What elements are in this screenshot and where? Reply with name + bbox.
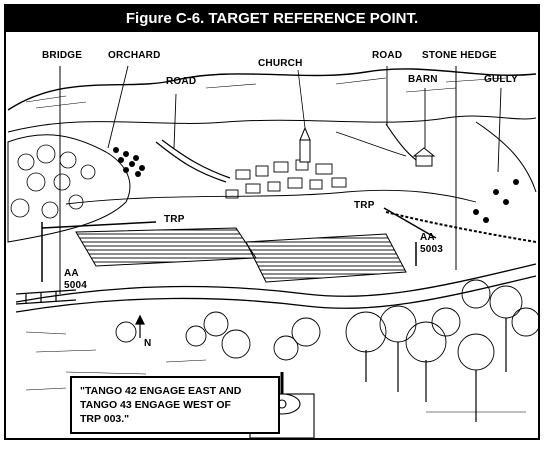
- gully: [475, 121, 537, 193]
- church-leader: [297, 69, 306, 129]
- village-houses: [225, 159, 347, 199]
- road-left: [155, 141, 227, 183]
- figure-title: Figure C-6. TARGET REFERENCE POINT.: [6, 6, 538, 32]
- engagement-area-left: [75, 227, 257, 267]
- foreground-road: [15, 263, 537, 303]
- label-aa-right-number: 5003: [420, 244, 444, 255]
- gully-leader: [497, 87, 502, 173]
- far-hills: [7, 68, 537, 111]
- road-right: [385, 123, 417, 161]
- label-trp-left: TRP: [164, 214, 185, 225]
- bridge-icon: [15, 289, 77, 305]
- label-bridge: BRIDGE: [42, 50, 83, 61]
- north-arrow-icon: [135, 314, 145, 338]
- road-left-leader: [173, 93, 177, 149]
- figure-frame: Figure C-6. TARGET REFERENCE POINT.: [4, 4, 541, 440]
- left-trees: [10, 144, 96, 219]
- middle-fields: [65, 189, 477, 205]
- label-stone-hedge: STONE HEDGE: [422, 50, 497, 61]
- label-barn: BARN: [408, 74, 438, 85]
- orchard-trees: [113, 147, 145, 177]
- mid-hills: [7, 115, 537, 133]
- label-orchard: ORCHARD: [108, 50, 161, 61]
- label-church: CHURCH: [258, 58, 303, 69]
- label-gully: GULLY: [484, 74, 518, 85]
- trp-left-marker: [41, 221, 157, 282]
- stone-hedge: [385, 211, 537, 243]
- barn-icon: [412, 147, 436, 167]
- label-trp-right: TRP: [354, 200, 375, 211]
- tree-trunks: [365, 318, 507, 422]
- trp-right-marker: [383, 207, 437, 266]
- label-aa-left: AA: [64, 268, 79, 279]
- label-aa-right: AA: [420, 232, 435, 243]
- label-road-right: ROAD: [372, 50, 403, 61]
- label-north: N: [144, 338, 152, 349]
- label-road-left: ROAD: [166, 76, 197, 87]
- foreground-trees: [115, 279, 541, 371]
- engagement-area-right: [245, 233, 407, 283]
- right-bushes: [473, 179, 519, 223]
- orchard-leader: [107, 65, 129, 149]
- label-aa-left-number: 5004: [64, 280, 88, 291]
- radio-message-box: "TANGO 42 ENGAGE EAST AND TANGO 43 ENGAG…: [70, 376, 280, 434]
- ground-texture: [25, 331, 526, 413]
- church-icon: [299, 126, 311, 163]
